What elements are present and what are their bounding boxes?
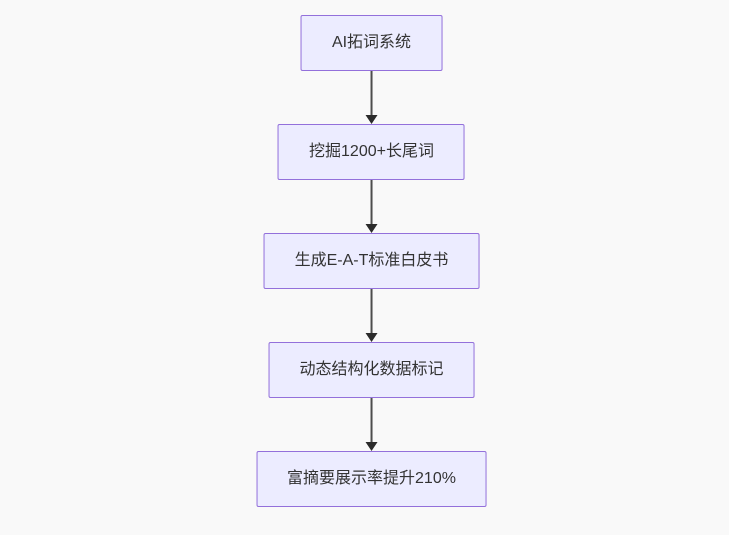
arrow-line bbox=[370, 180, 373, 226]
flow-arrow-2 bbox=[365, 180, 379, 233]
node-label: AI拓词系统 bbox=[331, 34, 412, 52]
arrow-line bbox=[370, 289, 373, 335]
flowchart-node-5: 富摘要展示率提升210% bbox=[256, 451, 487, 507]
node-label: 挖掘1200+长尾词 bbox=[309, 143, 434, 161]
node-label: 动态结构化数据标记 bbox=[299, 361, 444, 379]
flowchart-column: AI拓词系统 挖掘1200+长尾词 生成E-A-T标准白皮书 动态结构化数据标记 bbox=[256, 15, 487, 507]
flowchart-node-4: 动态结构化数据标记 bbox=[268, 342, 475, 398]
flowchart-node-3: 生成E-A-T标准白皮书 bbox=[263, 233, 480, 289]
arrow-line bbox=[370, 71, 373, 117]
arrowhead-down-icon bbox=[365, 224, 378, 233]
arrowhead-down-icon bbox=[365, 115, 378, 124]
node-label: 生成E-A-T标准白皮书 bbox=[294, 252, 449, 270]
flow-arrow-1 bbox=[365, 71, 379, 124]
arrowhead-down-icon bbox=[365, 442, 378, 451]
flow-arrow-3 bbox=[365, 289, 379, 342]
node-label: 富摘要展示率提升210% bbox=[287, 470, 456, 488]
arrowhead-down-icon bbox=[365, 333, 378, 342]
flowchart-node-1: AI拓词系统 bbox=[300, 15, 443, 71]
flow-arrow-4 bbox=[365, 398, 379, 451]
flowchart-node-2: 挖掘1200+长尾词 bbox=[278, 124, 465, 180]
arrow-line bbox=[370, 398, 373, 444]
